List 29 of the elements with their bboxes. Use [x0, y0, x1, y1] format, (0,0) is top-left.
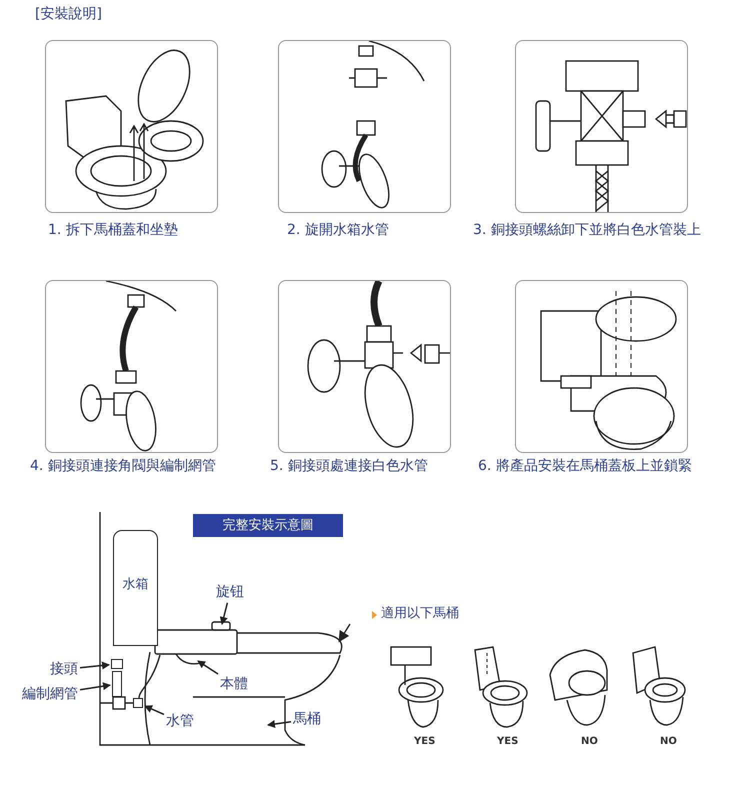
leader-line	[220, 602, 228, 625]
part-label: 水管	[166, 713, 194, 730]
verdict-label: NO	[581, 736, 598, 748]
leader-line	[80, 682, 111, 690]
part-label: 馬桶	[293, 711, 321, 728]
leader-line	[197, 660, 218, 675]
pipe-fitting	[111, 659, 123, 669]
step-caption: 2. 旋開水箱水管	[287, 222, 389, 239]
heading-banner: 完整安裝示意圖	[193, 514, 343, 537]
verdict-label: NO	[660, 736, 677, 748]
step-caption: 3. 銅接頭螺絲卸下並將白色水管裝上	[473, 222, 701, 239]
step-caption: 5. 銅接頭處連接白色水管	[270, 458, 428, 475]
leader-line	[144, 705, 164, 716]
step-caption: 6. 將產品安裝在馬桶蓋板上並鎖緊	[478, 458, 692, 475]
part-label: 旋钮	[216, 584, 244, 601]
hose-connector	[133, 698, 143, 708]
part-label: 編制網管	[22, 686, 78, 703]
part-label: 本體	[220, 676, 248, 693]
water-tank: 水箱	[113, 530, 158, 646]
step-caption: 1. 拆下馬桶蓋和坐墊	[48, 222, 178, 239]
leader-line	[80, 662, 110, 670]
section-heading: 適用以下馬桶	[381, 606, 459, 622]
verdict-label: YES	[414, 736, 436, 748]
step-caption: 4. 銅接頭連接角閥與編制網管	[30, 458, 216, 475]
section-heading: [安裝說明]	[35, 6, 102, 23]
verdict-label: YES	[497, 736, 518, 748]
part-label: 接頭	[50, 661, 78, 678]
braided-hose	[112, 671, 122, 697]
leader-line	[267, 720, 292, 728]
